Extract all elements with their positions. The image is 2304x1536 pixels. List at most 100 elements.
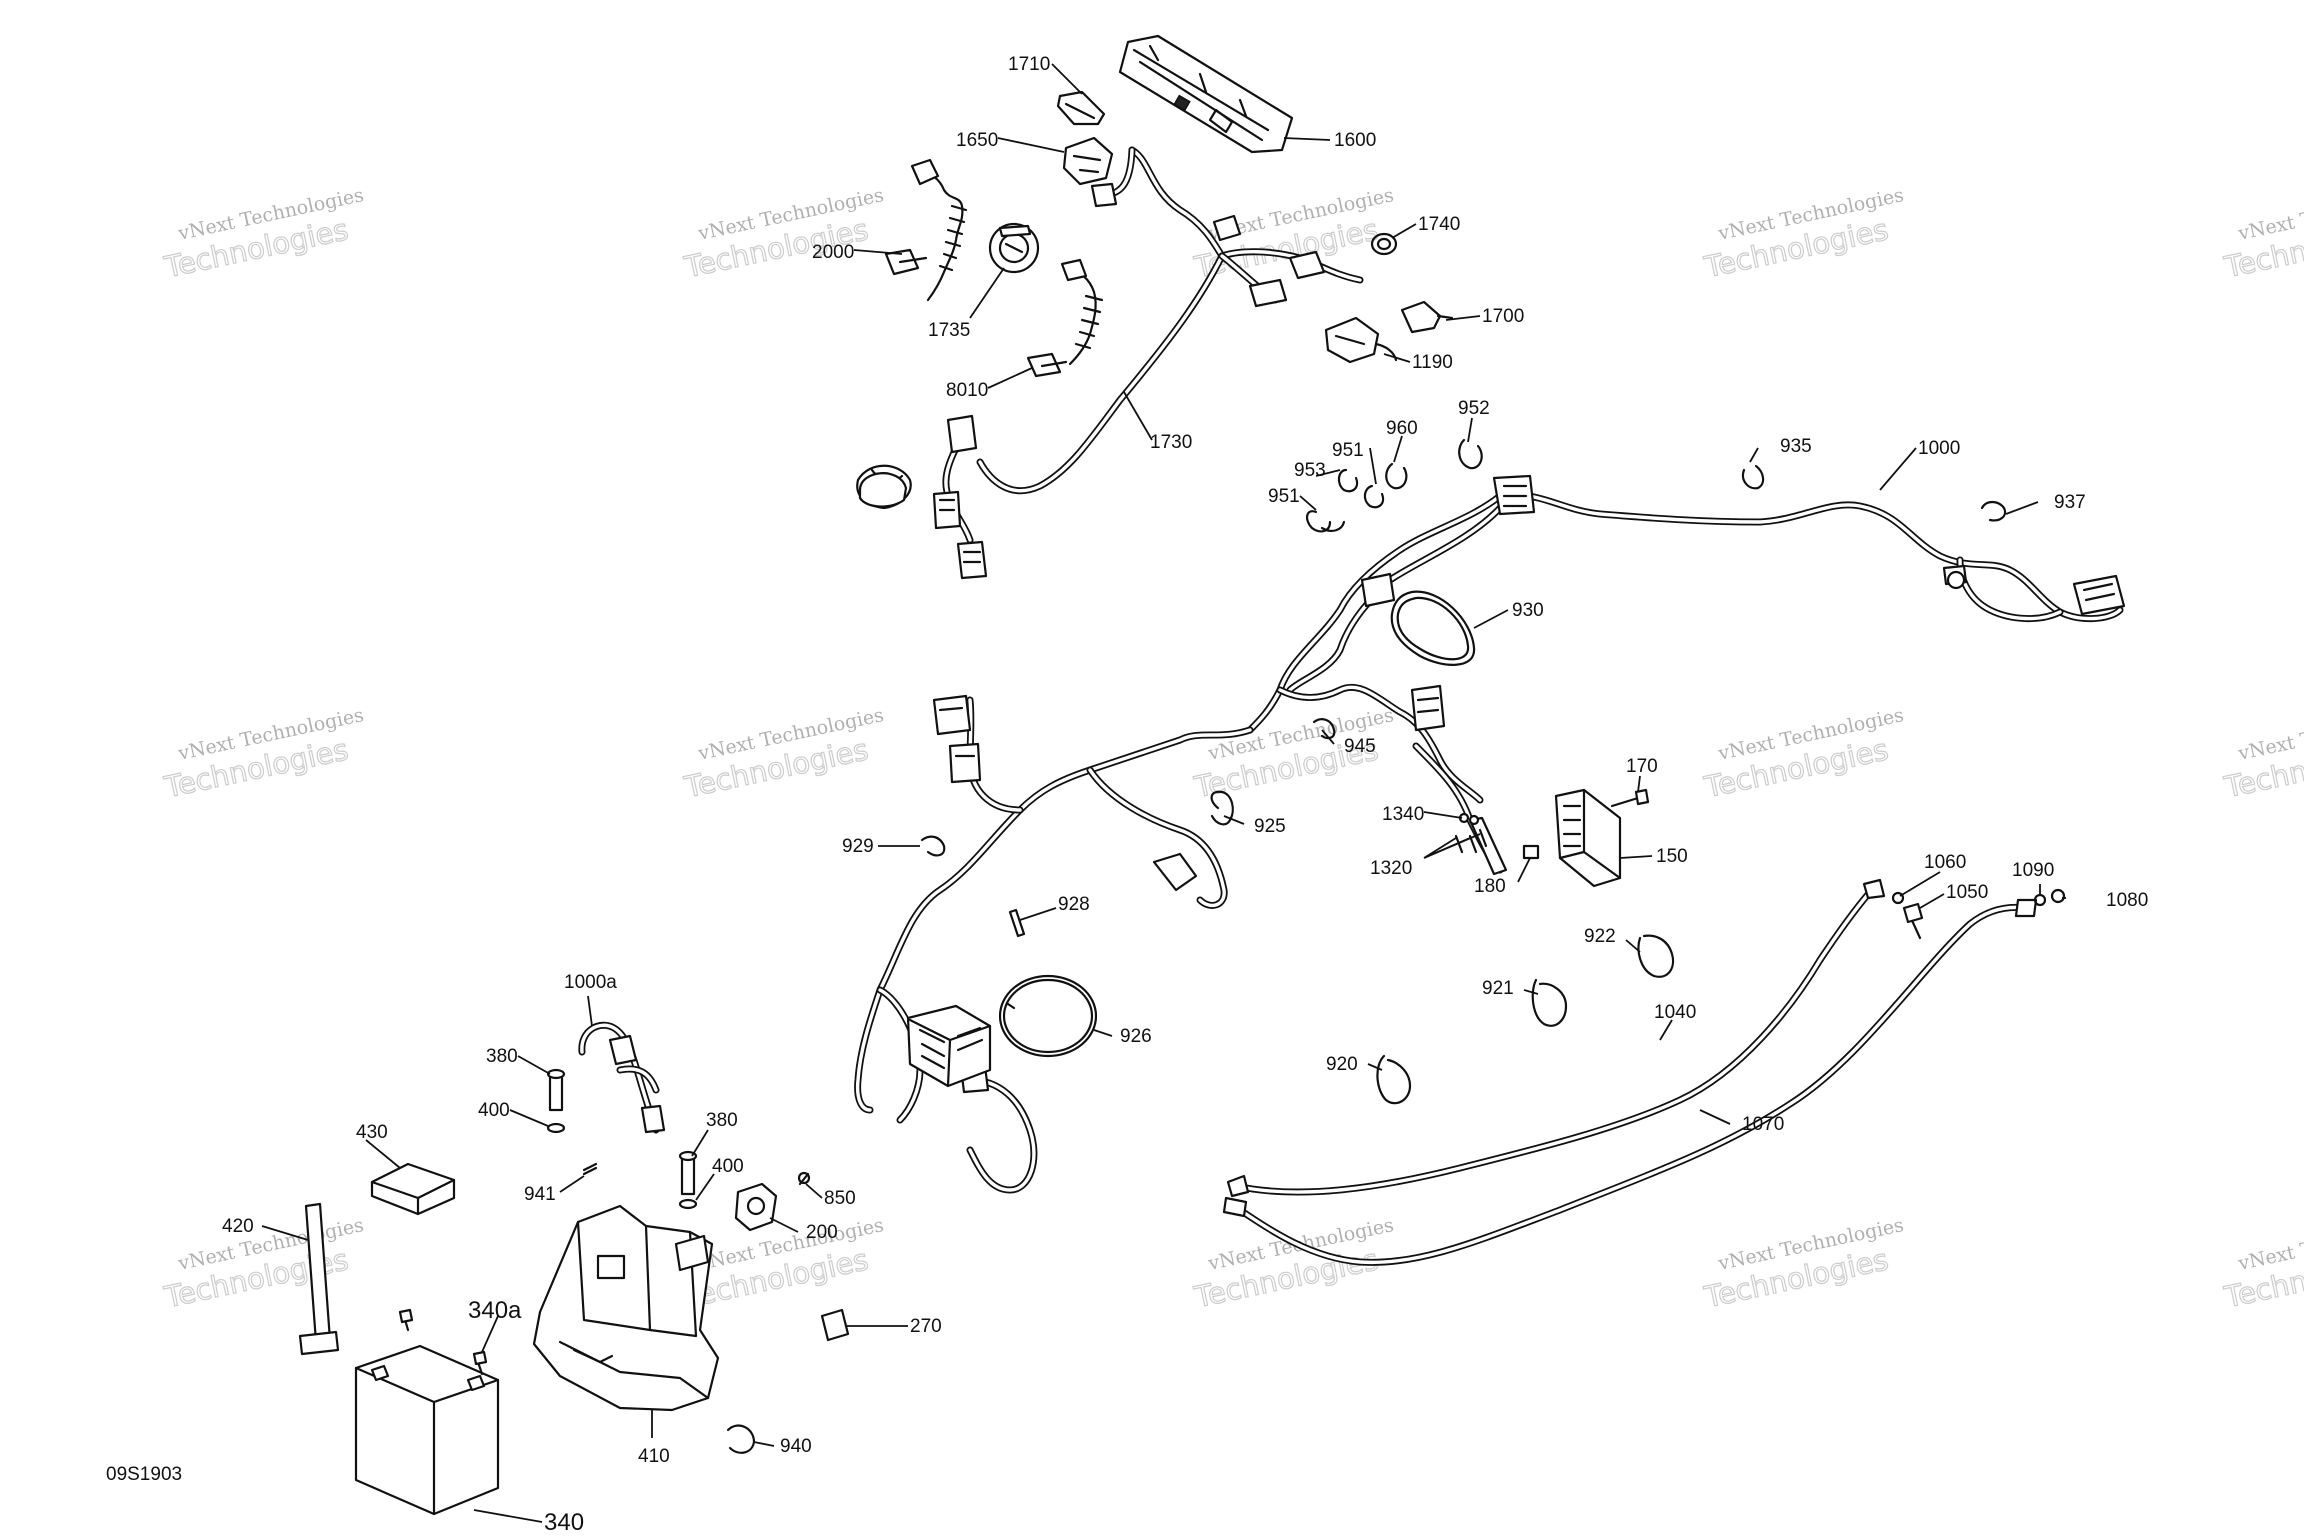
parts-illustration [298,34,2126,1516]
watermark-layer: vNext Technologies Technologies vNext Te… [160,184,2304,1315]
cable-ties [920,718,1336,938]
callout-960: 960 [1386,418,1418,439]
callout-1650: 1650 [956,130,998,151]
battery-tray [532,1204,720,1412]
harness-1000a [578,1021,666,1134]
callout-1090: 1090 [2012,860,2054,881]
clips [1741,464,2007,522]
callout-270: 270 [910,1316,942,1337]
connector [1400,300,1454,334]
hardware [1891,888,2066,940]
callout-420: 420 [222,1216,254,1237]
callout-380: 380 [706,1110,738,1131]
callout-180: 180 [1474,876,1506,897]
watermark: vNext Technologies Technologies [680,184,885,285]
watermark: vNext Technologies Technologies [1700,1214,1905,1315]
callout-1710: 1710 [1008,54,1050,75]
sensor [1324,316,1398,364]
callout-1735: 1735 [928,320,970,341]
callout-951: 951 [1268,486,1300,507]
callout-1080: 1080 [2106,890,2148,911]
relay [734,1182,778,1232]
callout-1050: 1050 [1946,882,1988,903]
watermark: vNext Technologies Technologies [160,1214,365,1315]
coiled-cord [884,158,968,302]
callout-400: 400 [478,1100,510,1121]
upper-wiring-harness [856,146,1364,580]
bracket [370,1162,456,1216]
callout-929: 929 [842,836,874,857]
callout-925: 925 [1254,816,1286,837]
callout-380: 380 [486,1046,518,1067]
callout-940: 940 [780,1436,812,1457]
leader-lines [261,63,2066,1523]
callout-8010: 8010 [946,380,988,401]
voltage-regulator [1554,788,1622,888]
coiled-cord [1026,258,1104,378]
main-wiring-harness [854,474,2126,1194]
callout-labels: 1710 1600 1650 2000 1740 1735 1700 1190 … [222,54,2148,1536]
watermark: vNext Technologies Technologies [2220,704,2304,805]
clips [1306,438,1483,533]
callout-1700: 1700 [1482,306,1524,327]
clamp [726,1424,756,1454]
connector [1056,90,1106,126]
callout-1320: 1320 [1370,858,1412,879]
hose-clamps [998,590,1476,1058]
instrument-cluster [1118,34,1294,154]
callout-340: 340 [544,1509,584,1536]
fasteners [1454,812,1540,860]
callout-1070: 1070 [1742,1114,1784,1135]
callout-922: 922 [1584,926,1616,947]
watermark: vNext Technologies Technologies [2220,184,2304,285]
callout-1000: 1000 [1918,438,1960,459]
watermark: vNext Technologies Technologies [1700,704,1905,805]
watermark: vNext Technologies Technologies [2220,1214,2304,1315]
callout-1040: 1040 [1654,1002,1696,1023]
connector [820,1308,850,1342]
callout-926: 926 [1120,1026,1152,1047]
callout-951: 951 [1332,440,1364,461]
callout-170: 170 [1626,756,1658,777]
callout-935: 935 [1780,436,1812,457]
ring [1370,232,1398,256]
callout-200: 200 [806,1222,838,1243]
callout-2000: 2000 [812,242,854,263]
small-hardware [582,1162,811,1186]
callout-1060: 1060 [1924,852,1966,873]
callout-945: 945 [1344,736,1376,757]
callout-1000a: 1000a [564,972,617,993]
callout-920: 920 [1326,1054,1358,1075]
callout-1730: 1730 [1150,432,1192,453]
bolts [546,1068,698,1210]
callout-1340: 1340 [1382,804,1424,825]
callout-340a: 340a [468,1297,522,1324]
straps [1376,934,1675,1105]
watermark: vNext Technologies Technologies [680,704,885,805]
callout-1190: 1190 [1412,352,1453,373]
diagram-reference-code: 09S1903 [106,1464,182,1485]
callout-410: 410 [638,1446,670,1467]
callout-930: 930 [1512,600,1544,621]
bolt [1610,788,1650,808]
switch [1062,136,1114,186]
battery-cables [1222,878,2038,1266]
watermark: vNext Technologies Technologies [160,184,365,285]
battery [354,1308,500,1516]
callout-1740: 1740 [1418,214,1460,235]
callout-850: 850 [824,1188,856,1209]
callout-953: 953 [1294,460,1326,481]
callout-921: 921 [1482,978,1514,999]
callout-941: 941 [524,1184,556,1205]
callout-937: 937 [2054,492,2086,513]
callout-952: 952 [1458,398,1490,419]
callout-928: 928 [1058,894,1090,915]
watermark: vNext Technologies Technologies [1700,184,1905,285]
callout-150: 150 [1656,846,1688,867]
watermark: vNext Technologies Technologies [160,704,365,805]
key-switch [988,222,1040,274]
grommet [858,472,908,508]
battery-strap [298,1202,340,1356]
